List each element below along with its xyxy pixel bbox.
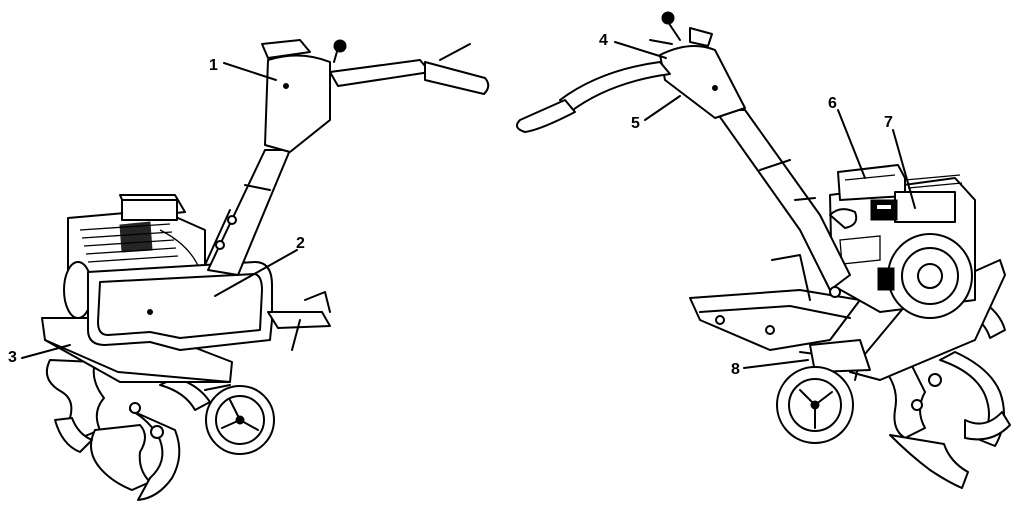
callout-2: 2 <box>296 235 305 252</box>
right-transport-wheel <box>776 366 854 444</box>
callout-1: 1 <box>209 57 218 74</box>
right-tines <box>879 299 1011 489</box>
belt-guard <box>87 261 273 351</box>
left-handle-grip-right <box>424 61 490 95</box>
callout-8: 8 <box>731 361 740 378</box>
right-tiller-illustration <box>515 11 1011 489</box>
air-cleaner <box>837 164 906 201</box>
left-handle-console <box>264 54 331 153</box>
left-handle-grip-left <box>261 39 311 59</box>
callout-5: 5 <box>631 115 640 132</box>
left-handle-column <box>207 149 291 276</box>
left-transport-wheel <box>204 384 275 455</box>
callout-7: 7 <box>884 114 893 131</box>
left-tines <box>46 359 211 501</box>
left-tiller-illustration <box>41 39 490 501</box>
right-handle-column <box>714 109 851 291</box>
callout-labels: 1 2 3 4 5 6 7 8 <box>8 32 893 378</box>
callout-3: 3 <box>8 349 17 366</box>
callout-leaders <box>21 41 916 369</box>
right-handle-grip <box>515 99 576 133</box>
callout-4: 4 <box>599 32 608 49</box>
right-handle-console <box>659 45 746 119</box>
right-engine <box>829 164 976 319</box>
callout-6: 6 <box>828 95 837 112</box>
